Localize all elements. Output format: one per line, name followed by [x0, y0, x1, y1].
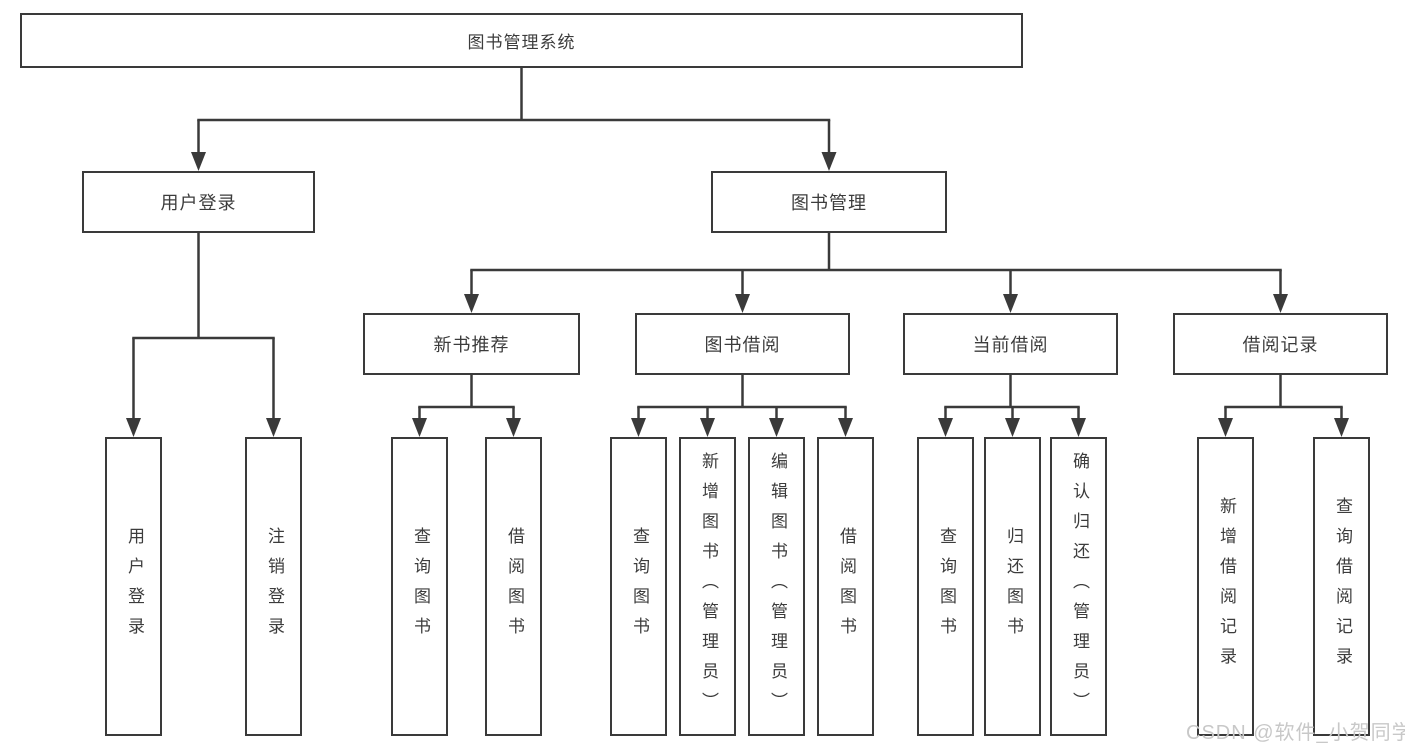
- node-label: 图书管理: [791, 193, 867, 213]
- node-label: 图书管理系统: [467, 33, 576, 52]
- node-label: 当前借阅: [972, 335, 1049, 355]
- node-book-management-branch: 图书管理: [711, 171, 947, 233]
- node-label: 新书推荐: [433, 335, 510, 355]
- csdn-watermark: CSDN @软件_小贺同学: [1186, 722, 1405, 744]
- node-current-borrow: 当前借阅: [903, 313, 1118, 375]
- leaf-logout: 注销登录: [245, 437, 302, 736]
- leaf-borrow-books: 借阅图书: [817, 437, 874, 736]
- node-book-borrow: 图书借阅: [635, 313, 850, 375]
- node-root-library-management-system: 图书管理系统: [20, 13, 1023, 68]
- leaf-user-login: 用户登录: [105, 437, 162, 736]
- node-borrow-records: 借阅记录: [1173, 313, 1388, 375]
- leaf-borrow-books-recommend: 借阅图书: [485, 437, 542, 736]
- leaf-edit-books-admin: 编辑图书（管理员）: [748, 437, 805, 736]
- node-label: 用户登录: [160, 193, 237, 213]
- leaf-query-books-current: 查询图书: [917, 437, 974, 736]
- node-label: 借阅记录: [1242, 335, 1319, 355]
- leaf-query-borrow-record: 查询借阅记录: [1313, 437, 1370, 736]
- node-user-login-branch: 用户登录: [82, 171, 315, 233]
- leaf-return-books: 归还图书: [984, 437, 1041, 736]
- node-new-book-recommend: 新书推荐: [363, 313, 580, 375]
- leaf-query-books-recommend: 查询图书: [391, 437, 448, 736]
- node-label: 图书借阅: [704, 335, 781, 355]
- leaf-query-books-borrow: 查询图书: [610, 437, 667, 736]
- leaf-confirm-return-admin: 确认归还（管理员）: [1050, 437, 1107, 736]
- leaf-add-books-admin: 新增图书（管理员）: [679, 437, 736, 736]
- leaf-add-borrow-record: 新增借阅记录: [1197, 437, 1254, 736]
